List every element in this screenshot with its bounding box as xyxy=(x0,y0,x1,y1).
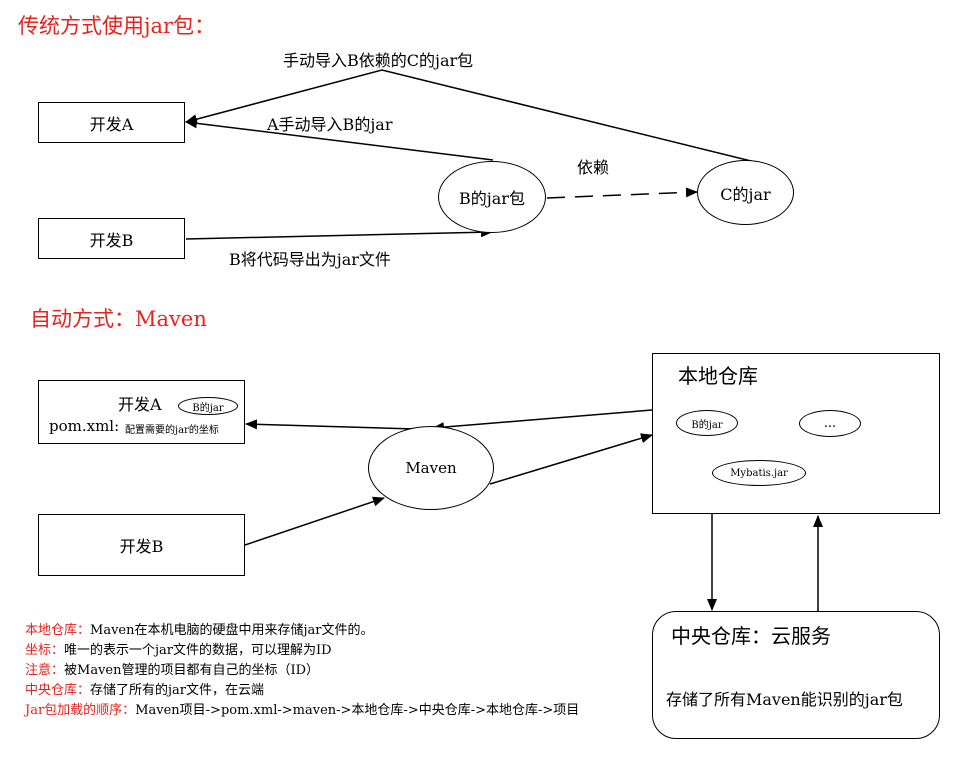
traditional-title: 传统方式使用jar包： xyxy=(18,14,216,38)
trad-dev-a-label: 开发A xyxy=(89,114,134,134)
note-text: 被Maven管理的项目都有自己的坐标（ID） xyxy=(64,663,320,678)
note-term: 中央仓库： xyxy=(25,683,91,698)
arrow-maven-to-local xyxy=(489,433,653,485)
pom-xml-desc: 配置需要的jar的坐标 xyxy=(125,425,219,436)
maven-dev-b-label: 开发B xyxy=(119,537,164,556)
maven-ellipse: Maven xyxy=(368,426,494,510)
maven-title: 自动方式：Maven xyxy=(30,307,207,331)
pom-xml-label: pom.xml: xyxy=(49,417,120,435)
local-b-jar-label: B的jar xyxy=(691,419,723,431)
note-local-repo: 本地仓库：Maven在本机电脑的硬盘中用来存储jar文件的。 xyxy=(25,621,579,641)
trad-c-jar-label: C的jar xyxy=(720,184,771,204)
label-export: B将代码导出为jar文件 xyxy=(229,250,391,269)
note-text: Maven在本机电脑的硬盘中用来存储jar文件的。 xyxy=(90,623,374,638)
dev-a-b-jar-badge: B的jar xyxy=(178,397,238,415)
arrow-b-export xyxy=(185,227,493,240)
note-coordinate: 坐标：唯一的表示一个jar文件的数据，可以理解为ID xyxy=(25,641,579,661)
trad-dev-b-box: 开发B xyxy=(38,218,185,259)
local-b-jar-ellipse: B的jar xyxy=(676,410,738,436)
arrow-local-to-maven xyxy=(432,409,653,433)
label-c-to-a: 手动导入B依赖的C的jar包 xyxy=(283,51,474,70)
note-text: Maven项目->pom.xml->maven->本地仓库->中央仓库->本地仓… xyxy=(135,703,580,718)
central-repo-title: 中央仓库：云服务 xyxy=(671,624,831,648)
arrow-b-to-maven xyxy=(244,496,385,546)
note-text: 存储了所有的jar文件，在云端 xyxy=(90,683,265,698)
note-attention: 注意：被Maven管理的项目都有自己的坐标（ID） xyxy=(25,661,579,681)
note-text: 唯一的表示一个jar文件的数据，可以理解为ID xyxy=(64,643,332,658)
notes-block: 本地仓库：Maven在本机电脑的硬盘中用来存储jar文件的。 坐标：唯一的表示一… xyxy=(25,621,579,721)
arrow-maven-to-a xyxy=(245,419,416,430)
local-repo-box: 本地仓库 B的jar ... Mybatis.jar xyxy=(652,353,940,514)
arrow-dependency xyxy=(546,187,698,199)
local-repo-title: 本地仓库 xyxy=(678,364,758,388)
label-b-to-a: A手动导入B的jar xyxy=(267,115,393,134)
central-repo-box: 中央仓库：云服务 存储了所有Maven能识别的jar包 xyxy=(652,611,940,739)
note-term: 坐标： xyxy=(25,643,65,658)
local-more-label: ... xyxy=(823,416,837,431)
trad-dev-b-label: 开发B xyxy=(89,230,134,250)
arrow-c-to-a xyxy=(185,69,756,163)
local-mybatis-label: Mybatis.jar xyxy=(730,467,788,479)
local-more-ellipse: ... xyxy=(799,410,861,437)
note-term: Jar包加载的顺序： xyxy=(25,703,136,718)
trad-b-jar-label: B的jar包 xyxy=(459,189,525,208)
maven-dev-a-box: 开发A B的jar pom.xml: 配置需要的jar的坐标 xyxy=(38,380,245,444)
note-term: 本地仓库： xyxy=(25,623,91,638)
trad-b-jar-ellipse: B的jar包 xyxy=(438,161,546,233)
trad-dev-a-box: 开发A xyxy=(38,102,185,143)
maven-dev-b-box: 开发B xyxy=(38,514,245,576)
trad-c-jar-ellipse: C的jar xyxy=(697,160,794,225)
label-dependency: 依赖 xyxy=(577,158,610,177)
local-mybatis-ellipse: Mybatis.jar xyxy=(712,460,806,486)
note-central-repo: 中央仓库：存储了所有的jar文件，在云端 xyxy=(25,681,579,701)
maven-label: Maven xyxy=(405,459,457,477)
maven-dev-a-label: 开发A xyxy=(118,395,162,414)
note-term: 注意： xyxy=(25,663,65,678)
central-repo-desc: 存储了所有Maven能识别的jar包 xyxy=(666,690,903,709)
dev-a-b-jar-badge-label: B的jar xyxy=(192,402,224,414)
note-load-order: Jar包加载的顺序：Maven项目->pom.xml->maven->本地仓库-… xyxy=(25,701,579,721)
arrow-bjar-to-a xyxy=(185,118,494,161)
